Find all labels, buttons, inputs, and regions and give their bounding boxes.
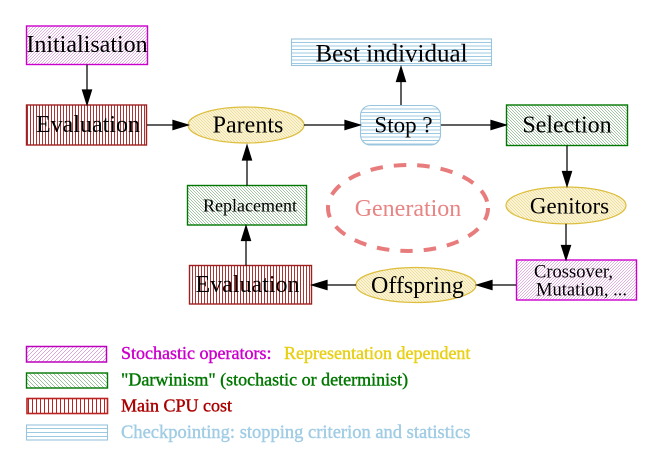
svg-text:Crossover,: Crossover, bbox=[534, 263, 613, 283]
svg-text:Mutation, ...: Mutation, ... bbox=[536, 281, 627, 301]
svg-text:Evaluation: Evaluation bbox=[36, 112, 140, 138]
svg-text:Genitors: Genitors bbox=[530, 194, 609, 219]
svg-text:Generation: Generation bbox=[355, 196, 462, 222]
svg-text:Selection: Selection bbox=[522, 113, 611, 139]
svg-text:Stochastic operators:: Stochastic operators: bbox=[121, 343, 271, 363]
svg-text:Representation dependent: Representation dependent bbox=[284, 343, 470, 363]
svg-text:Replacement: Replacement bbox=[203, 196, 297, 216]
svg-text:Stop ?: Stop ? bbox=[374, 113, 432, 138]
svg-text:Best individual: Best individual bbox=[315, 41, 467, 68]
svg-text:Initialisation: Initialisation bbox=[26, 32, 147, 58]
svg-text:Evaluation: Evaluation bbox=[196, 272, 300, 298]
svg-text:Offspring: Offspring bbox=[371, 273, 464, 299]
svg-text:Parents: Parents bbox=[213, 113, 284, 139]
svg-text:"Darwinism" (stochastic or det: "Darwinism" (stochastic or determinist) bbox=[121, 370, 408, 391]
svg-text:Main CPU cost: Main CPU cost bbox=[121, 396, 232, 416]
svg-text:Checkpointing: stopping criter: Checkpointing: stopping criterion and st… bbox=[121, 423, 470, 443]
